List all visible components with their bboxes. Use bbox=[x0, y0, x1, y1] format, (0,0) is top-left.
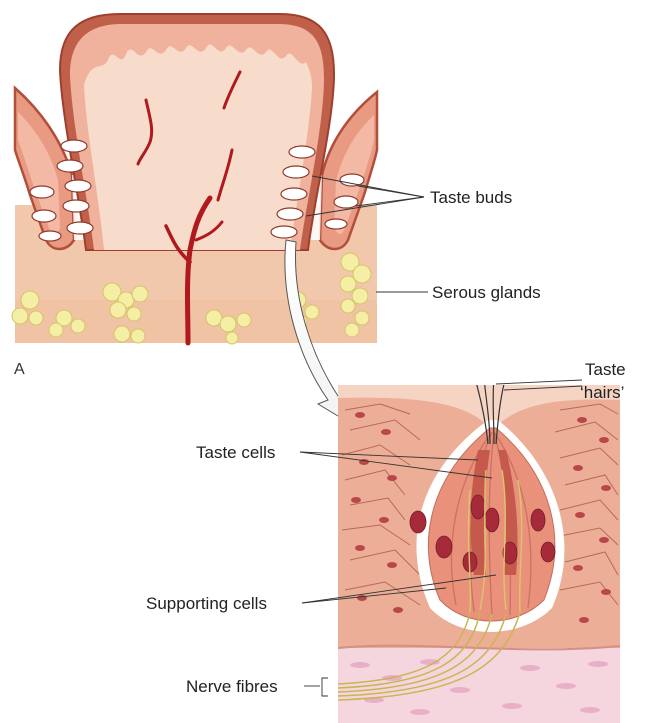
taste-cells-label: Taste cells bbox=[196, 443, 275, 462]
papilla-section: Taste buds Serous glands A bbox=[12, 14, 541, 378]
taste-hairs-label-2: ‘hairs’ bbox=[580, 383, 624, 402]
nerve-fibres-bracket bbox=[304, 678, 328, 696]
taste-buds-label: Taste buds bbox=[430, 188, 512, 207]
serous-glands-label: Serous glands bbox=[432, 283, 541, 302]
taste-hairs-label-1: Taste bbox=[585, 360, 626, 379]
nerve-fibres-label: Nerve fibres bbox=[186, 677, 278, 696]
taste-bud-enlarged bbox=[338, 376, 620, 723]
supporting-cells-label: Supporting cells bbox=[146, 594, 267, 613]
panel-label: A bbox=[14, 361, 25, 378]
